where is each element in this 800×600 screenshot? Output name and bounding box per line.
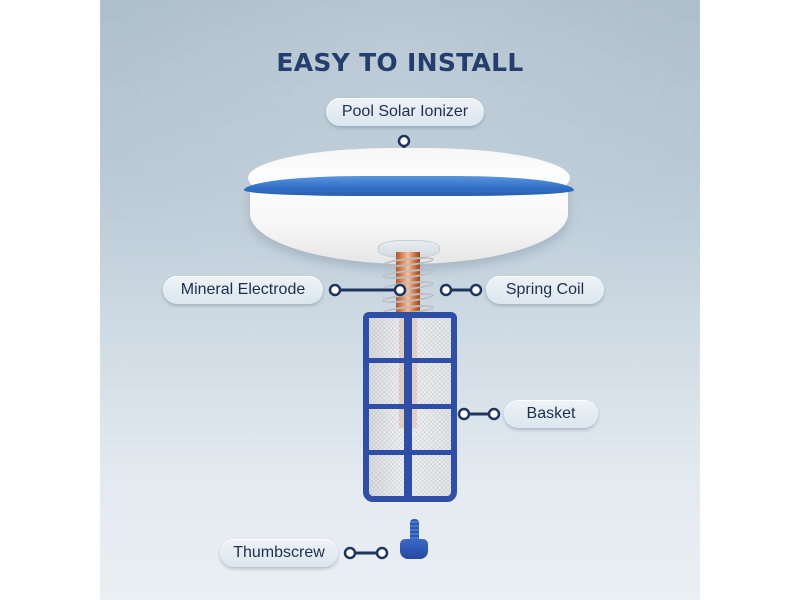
connector-mineral-electrode [328,283,407,297]
callout-mineral-electrode: Mineral Electrode [163,276,323,304]
product-infographic-panel: EASY TO INSTALL Pool Solar Ionizer Miner… [100,0,700,600]
callout-thumbscrew: Thumbscrew [220,539,338,567]
float-blue-band [244,176,574,196]
callout-basket: Basket [504,400,598,428]
connector-basket [457,407,501,421]
connector-thumbscrew [343,546,389,560]
callout-spring-coil: Spring Coil [486,276,604,304]
connector-spring-coil [439,283,483,297]
basket-illustration [363,312,457,502]
infographic-title: EASY TO INSTALL [276,48,524,77]
callout-pool-solar-ionizer: Pool Solar Ionizer [326,98,484,126]
